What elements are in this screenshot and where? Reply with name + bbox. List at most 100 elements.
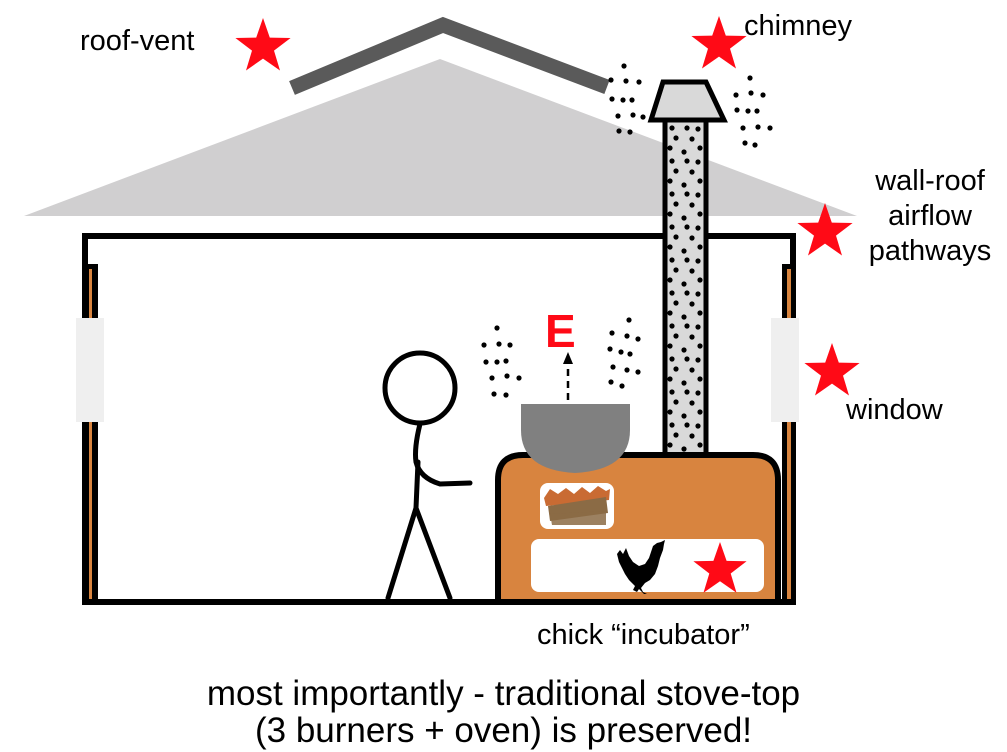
wall-roof-label-line3: pathways	[868, 235, 992, 267]
smoke-particle	[695, 390, 701, 396]
smoke-particle	[669, 323, 675, 329]
smoke-particle	[684, 389, 690, 395]
smoke-particle	[697, 244, 703, 250]
smoke-particle	[609, 96, 615, 102]
smoke-particle	[496, 341, 502, 347]
smoke-particle	[491, 391, 497, 397]
smoke-particle	[697, 145, 703, 151]
smoke-particle	[684, 125, 690, 131]
window-label: window	[846, 394, 943, 426]
smoke-particle	[689, 268, 695, 274]
smoke-particle	[695, 258, 701, 264]
roof-vent-cap	[289, 16, 610, 95]
smoke-particle	[695, 225, 701, 231]
smoke-particle	[695, 291, 701, 297]
smoke-particle	[733, 92, 739, 98]
smoke-particle	[667, 244, 673, 250]
smoke-particle	[669, 125, 675, 131]
smoke-particle	[681, 248, 687, 254]
wall-roof-label-line1: wall-roof	[875, 165, 985, 197]
smoke-particle	[695, 357, 701, 363]
smoke-particle	[697, 376, 703, 382]
smoke-particle	[695, 192, 701, 198]
smoke-particle	[673, 300, 679, 306]
smoke-particle	[669, 389, 675, 395]
smoke-particle	[695, 159, 701, 165]
smoke-particle	[669, 191, 675, 197]
smoke-particle	[667, 310, 673, 316]
smoke-particle	[481, 342, 487, 348]
smoke-particle	[689, 400, 695, 406]
smoke-particle	[667, 145, 673, 151]
smoke-particle	[684, 191, 690, 197]
smoke-particle	[627, 129, 633, 135]
smoke-particle	[630, 112, 636, 118]
smoke-particle	[673, 168, 679, 174]
smoke-particle	[673, 399, 679, 405]
smoke-particle	[627, 351, 633, 357]
smoke-particle	[669, 356, 675, 362]
smoke-particle	[684, 224, 690, 230]
smoke-particle	[697, 277, 703, 283]
smoke-particle	[494, 359, 500, 365]
person-figure	[382, 350, 473, 601]
chick-incubator-label: chick “incubator”	[537, 619, 750, 651]
right-window	[771, 318, 799, 422]
smoke-particle	[681, 281, 687, 287]
smoke-particle	[684, 422, 690, 428]
smoke-particle	[681, 314, 687, 320]
smoke-particle	[695, 324, 701, 330]
smoke-particle	[615, 113, 621, 119]
smoke-particle	[742, 140, 748, 146]
smoke-particle	[635, 336, 641, 342]
smoke-particle	[681, 182, 687, 188]
smoke-particle	[607, 346, 613, 352]
smoke-particle	[673, 234, 679, 240]
smoke-particle	[734, 107, 740, 113]
smoke-particle	[689, 367, 695, 373]
smoke-particle	[636, 79, 642, 85]
smoke-particle	[697, 343, 703, 349]
smoke-particle	[608, 379, 614, 385]
smoke-particle	[681, 215, 687, 221]
smoke-particle	[667, 343, 673, 349]
cooking-smoke-particles	[481, 317, 641, 398]
caption-line1: most importantly - traditional stove-top	[206, 674, 801, 713]
smoke-particle	[681, 413, 687, 419]
smoke-particle	[673, 366, 679, 372]
smoke-particle	[754, 108, 760, 114]
smoke-particle	[608, 77, 614, 83]
energy-arrow-head	[563, 352, 573, 364]
smoke-particle	[684, 158, 690, 164]
smoke-particle	[618, 349, 624, 355]
smoke-particle	[697, 211, 703, 217]
smoke-particle	[609, 330, 615, 336]
wall-roof-star	[797, 203, 853, 256]
smoke-particle	[673, 432, 679, 438]
energy-label: E	[545, 305, 576, 357]
smoke-particle	[667, 409, 673, 415]
smoke-particle	[689, 136, 695, 142]
chimney-cap	[647, 79, 728, 123]
pot	[521, 404, 630, 473]
smoke-particle	[667, 178, 673, 184]
smoke-particle	[610, 364, 616, 370]
smoke-particle	[673, 201, 679, 207]
smoke-particle	[689, 235, 695, 241]
smoke-particle	[684, 323, 690, 329]
incubator-star	[693, 542, 747, 593]
smoke-particle	[669, 290, 675, 296]
smoke-particle	[740, 125, 746, 131]
smoke-particle	[619, 383, 625, 389]
smoke-particle	[624, 367, 630, 373]
left-wall-wood	[89, 269, 92, 599]
smoke-particle	[767, 125, 773, 131]
smoke-particle	[689, 334, 695, 340]
smoke-particle	[695, 126, 701, 132]
outside-smoke-particles	[608, 63, 773, 148]
smoke-particle	[689, 202, 695, 208]
smoke-particle	[494, 325, 500, 331]
chimney-star	[691, 16, 747, 69]
smoke-particle	[681, 149, 687, 155]
smoke-particle	[629, 97, 635, 103]
